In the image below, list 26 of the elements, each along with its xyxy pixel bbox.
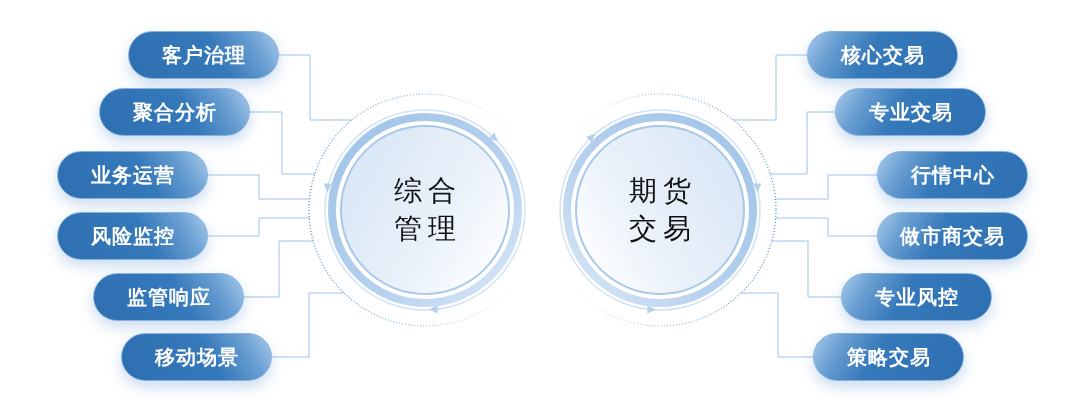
module-pill: 业务运营 [57, 151, 208, 199]
connector-line [249, 111, 316, 175]
module-pill: 策略交易 [813, 333, 964, 381]
connector-line [207, 217, 310, 237]
hub-label: 综合管理 [393, 173, 463, 247]
module-pill: 专业风控 [841, 273, 992, 321]
connector-line [732, 54, 808, 121]
connector-line [740, 292, 814, 358]
module-pill: 行情中心 [877, 151, 1028, 199]
module-pill: 客户治理 [128, 31, 279, 79]
connector-line [771, 240, 842, 298]
connector-line [207, 174, 310, 200]
module-pill: 风险监控 [57, 212, 208, 260]
hub-label: 期货交易 [628, 173, 698, 247]
module-pill: 监管响应 [93, 273, 244, 321]
connector-line [271, 292, 345, 358]
connector-line [278, 54, 353, 121]
connector-line [769, 111, 836, 175]
module-pill: 移动场景 [121, 333, 272, 381]
connector-line [775, 217, 878, 237]
connector-line [243, 240, 314, 298]
module-pill: 专业交易 [835, 88, 986, 136]
module-pill: 核心交易 [807, 31, 958, 79]
module-pill: 聚合分析 [99, 88, 250, 136]
module-pill: 做市商交易 [877, 212, 1028, 260]
connector-line [775, 174, 878, 200]
